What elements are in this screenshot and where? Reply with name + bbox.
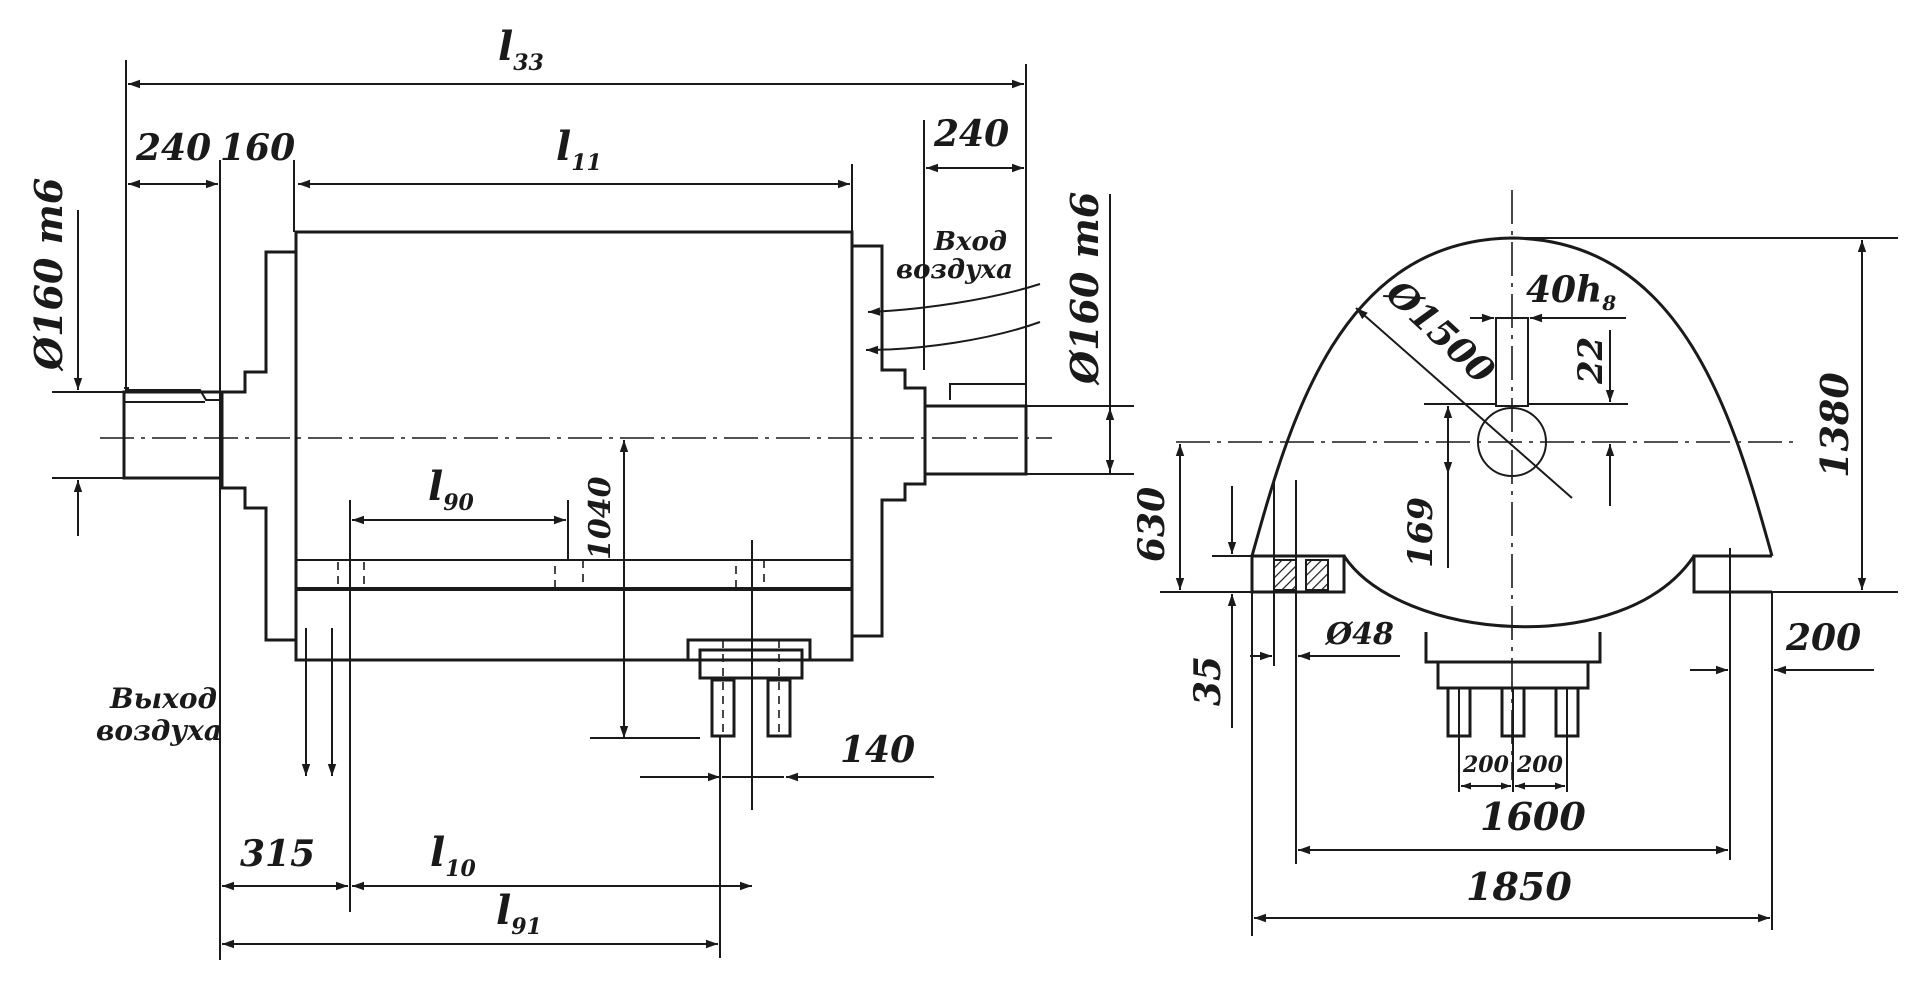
dim-l90-label: l90: [428, 463, 475, 516]
end-bottom-block: [1424, 632, 1602, 664]
dim-l10-label: l10: [430, 829, 477, 882]
right-end-shield: [852, 244, 927, 638]
dim-169-label: 169: [1401, 497, 1441, 568]
dim-l11-label: l11: [556, 123, 602, 176]
dim-35-label: 35: [1187, 656, 1229, 706]
dim-shaft-left-label: Ø160 m6: [26, 178, 71, 372]
band-hole: [554, 559, 584, 589]
dim-200-b-label: 200: [1516, 752, 1564, 778]
hatched-bolt: [1273, 559, 1297, 591]
stator-body: [294, 230, 854, 662]
end-right-foot: [1692, 554, 1772, 594]
air-outlet-label: Выход воздуха: [96, 682, 227, 747]
foot-bolt: [710, 678, 736, 738]
dim-40h8-label: 40h8: [1526, 269, 1616, 315]
right-shaft: [925, 404, 1028, 476]
dim-200-right-label: 200: [1785, 617, 1861, 659]
band-hole: [735, 559, 765, 589]
dim-22-label: 22: [1571, 337, 1611, 385]
end-view: Ø1500 40h8 22 169 1380 630 35: [1131, 190, 1898, 936]
right-shaft-key: [949, 383, 1027, 400]
dim-140-label: 140: [840, 729, 915, 771]
left-end-shield: [220, 250, 296, 642]
dim-240-left-label: 240: [135, 127, 211, 169]
air-inlet-arrow: [865, 321, 1041, 355]
frame-band: [295, 559, 853, 589]
dim-630-label: 630: [1131, 487, 1173, 562]
dim-200-a-label: 200: [1462, 752, 1510, 778]
side-foot: [686, 638, 812, 660]
hatched-bolt: [1305, 559, 1329, 591]
dim-1500-label: Ø1500: [1376, 271, 1502, 393]
end-bottom-plate: [1436, 660, 1590, 690]
dim-1850-label: 1850: [1466, 864, 1572, 909]
dim-160-label: 160: [220, 127, 295, 169]
key-slot: [1495, 317, 1529, 407]
air-inlet-arrow: [867, 283, 1041, 316]
dim-1040-label: 1040: [583, 476, 618, 560]
dim-shaft-right-label: Ø160 m6: [1062, 192, 1107, 386]
end-left-foot: [1250, 554, 1346, 594]
left-shaft-key: [124, 387, 222, 401]
foot-bolt: [766, 678, 792, 738]
shaft-circle: [1477, 407, 1547, 477]
side-view: l33 240 160 l11 240 Ø160 m6 Ø160 m6 Вход…: [26, 23, 1134, 960]
dim-l91-label: l91: [496, 887, 542, 940]
dim-l33-label: l33: [498, 23, 544, 76]
dim-1380-label: 1380: [1812, 372, 1857, 478]
dim-48-label: Ø48: [1324, 617, 1394, 652]
dim-315-label: 315: [240, 833, 315, 875]
end-bottom-arc: [1342, 555, 1696, 629]
dim-240-right-label: 240: [933, 113, 1009, 155]
air-inlet-label: Вход воздуха: [896, 227, 1016, 285]
dim-1600-label: 1600: [1480, 794, 1586, 839]
left-shaft: [122, 390, 222, 480]
